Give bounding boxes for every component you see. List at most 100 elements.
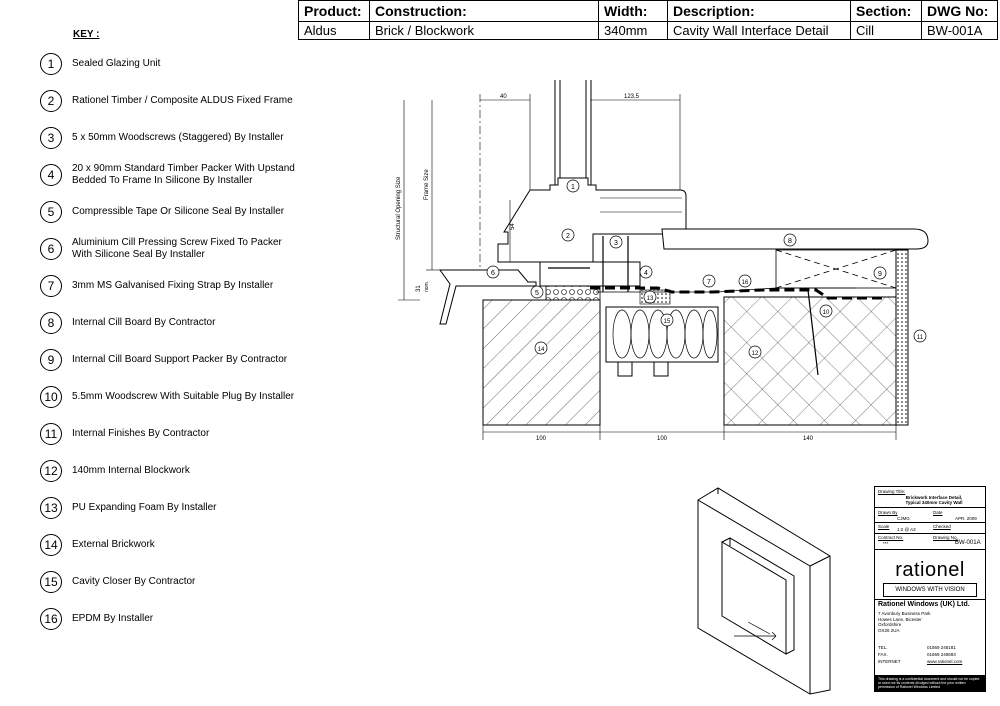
key-item-number: 10 xyxy=(40,386,62,408)
callout-11: 11 xyxy=(913,329,927,343)
tb-fax: 01869 249693 xyxy=(927,652,956,657)
key-item-number: 11 xyxy=(40,423,62,445)
key-item-text: 20 x 90mm Standard Timber Packer With Up… xyxy=(72,163,295,186)
glazing-unit xyxy=(554,80,592,205)
tb-tel: 01869 248181 xyxy=(927,645,956,650)
key-item-number: 4 xyxy=(40,164,62,186)
callout-4: 4 xyxy=(639,265,653,279)
dim-54: 54 xyxy=(510,223,516,230)
key-item-text: Cavity Closer By Contractor xyxy=(72,576,196,587)
dim-nom: nom. xyxy=(424,281,430,292)
tb-contract-label: Contract No. xyxy=(878,535,904,540)
title-block: Drawing Title: Brickwork Interface Detai… xyxy=(874,486,986,692)
tb-checked-label: Checked xyxy=(933,524,951,529)
svg-text:16: 16 xyxy=(742,280,749,286)
aluminium-cill xyxy=(439,269,537,325)
key-item-text: Compressible Tape Or Silicone Seal By In… xyxy=(72,206,285,217)
cavity-closer xyxy=(605,306,719,363)
callout-7: 7 xyxy=(702,274,716,288)
header-value-construction: Brick / Blockwork xyxy=(369,21,599,40)
dim-100-cavity: 100 xyxy=(657,436,668,442)
tb-drawing-title: Brickwork Interface Detail, Typical 340m… xyxy=(905,495,963,505)
bottom-dimensions xyxy=(482,425,897,440)
callout-9: 9 xyxy=(873,266,887,280)
svg-text:10: 10 xyxy=(823,310,830,316)
internal-blockwork xyxy=(723,296,897,426)
tb-contract: *** xyxy=(883,541,889,546)
tb-drawing-title-label: Drawing Title: xyxy=(878,489,906,494)
key-item-number: 14 xyxy=(40,534,62,556)
external-brickwork xyxy=(482,299,601,426)
tb-drawing-no: BW-001A xyxy=(955,540,981,546)
key-item-number: 13 xyxy=(40,497,62,519)
tb-drawing-no-label: Drawing No. xyxy=(933,535,958,540)
tb-internet[interactable]: www.rationel.com xyxy=(927,659,963,664)
tb-scale: 1:2 @ A3 xyxy=(897,527,916,532)
tb-fax-label: FAX. xyxy=(878,652,888,657)
cill-section-drawing: 40 123.5 54 31 nom. Structural Opening S… xyxy=(396,80,929,442)
callout-5: 5 xyxy=(530,285,544,299)
header-value-dwg-no: BW-001A xyxy=(921,21,998,40)
header-label-construction: Construction: xyxy=(369,0,599,22)
window-frame xyxy=(497,177,687,263)
header-value-product: Aldus xyxy=(298,21,370,40)
key-item-number: 15 xyxy=(40,571,62,593)
callout-6: 6 xyxy=(486,265,500,279)
key-item: 4 20 x 90mm Standard Timber Packer With U… xyxy=(40,163,295,187)
key-title: KEY : xyxy=(73,29,100,40)
key-item-text: Aluminium Cill Pressing Screw Fixed To P… xyxy=(72,237,282,260)
svg-text:4: 4 xyxy=(644,270,648,277)
callout-16: 16 xyxy=(738,274,752,288)
svg-text:8: 8 xyxy=(788,238,792,245)
dim-31: 31 xyxy=(416,285,422,292)
dim-40: 40 xyxy=(500,94,507,100)
key-item-text: Internal Finishes By Contractor xyxy=(72,428,210,439)
key-item-number: 8 xyxy=(40,312,62,334)
key-item-text: Sealed Glazing Unit xyxy=(72,58,161,69)
svg-text:15: 15 xyxy=(664,319,671,325)
svg-text:14: 14 xyxy=(538,347,545,353)
header-value-section: Cill xyxy=(850,21,922,40)
timber-packer xyxy=(539,261,641,287)
cavity-closer-insulation xyxy=(612,309,718,359)
logo-tagline: WINDOWS WITH VISION xyxy=(883,583,977,597)
key-item-text: 5 x 50mm Woodscrews (Staggered) By Insta… xyxy=(72,132,284,143)
header-label-product: Product: xyxy=(298,0,370,22)
key-item: 15 Cavity Closer By Contractor xyxy=(40,571,195,593)
window-frame-isometric xyxy=(697,487,831,695)
key-item-number: 2 xyxy=(40,90,62,112)
header-label-width: Width: xyxy=(598,0,668,22)
woodscrews xyxy=(548,236,819,376)
svg-text:12: 12 xyxy=(752,351,759,357)
header-label-dwg-no: DWG No: xyxy=(921,0,998,22)
svg-text:2: 2 xyxy=(566,233,570,240)
key-item-text: 140mm Internal Blockwork xyxy=(72,465,190,476)
callout-13: 13 xyxy=(643,290,657,304)
svg-text:13: 13 xyxy=(647,296,654,302)
key-item-number: 9 xyxy=(40,349,62,371)
key-item-text: Rationel Timber / Composite ALDUS Fixed … xyxy=(72,95,293,106)
tb-internet-label: INTERNET xyxy=(878,659,901,664)
company-address: 7 Avonbury Business Park Howes Lane, Bic… xyxy=(878,611,931,633)
frame-size-label: Frame Size xyxy=(424,169,430,200)
header-label-section: Section: xyxy=(850,0,922,22)
dim-100-brick: 100 xyxy=(536,436,547,442)
dim-140: 140 xyxy=(803,436,814,442)
callout-1: 1 xyxy=(566,179,580,193)
svg-text:11: 11 xyxy=(917,335,924,341)
dim-123-5: 123.5 xyxy=(624,94,640,100)
key-item: 11 Internal Finishes By Contractor xyxy=(40,423,209,445)
callout-2: 2 xyxy=(561,228,575,242)
svg-text:5: 5 xyxy=(535,290,539,297)
